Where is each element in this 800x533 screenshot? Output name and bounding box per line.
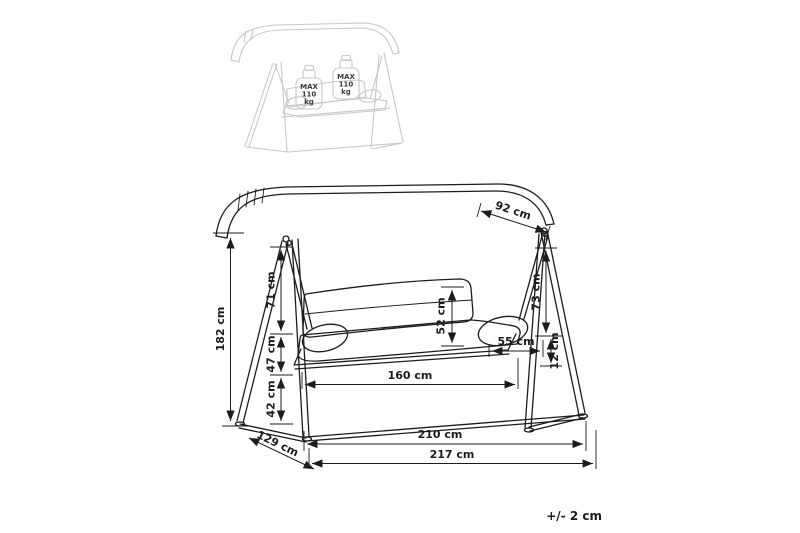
swing-chains: [285, 231, 549, 330]
right-chain: [518, 235, 549, 321]
dim-total-height: 182 cm: [213, 232, 250, 427]
dim-label-backrest-height: 52 cm: [435, 297, 448, 334]
top-joint: [282, 235, 290, 243]
bolster-pillow-right: [477, 315, 529, 347]
swing-main-drawing: [215, 183, 589, 443]
dim-label-total-height: 182 cm: [214, 307, 227, 352]
weight-limit-icon: [332, 54, 360, 100]
swing-frame: [234, 227, 589, 443]
inset-frame-legs: [244, 52, 404, 152]
canopy-front-rail: [215, 183, 555, 237]
inset-seat: [282, 97, 388, 118]
weight-limit-icon: [295, 64, 323, 110]
canopy-back-rail: [226, 190, 547, 239]
inset-base: [245, 142, 403, 153]
inset-canopy: [230, 22, 400, 61]
tolerance-note: +/- 2 cm: [546, 509, 602, 523]
dim-seat-height: 47 cm: [265, 335, 293, 376]
weight-limit-label-line: 110: [302, 91, 317, 99]
swing-canopy: [215, 183, 555, 239]
ghost-preview-drawing: [230, 22, 404, 153]
inset-pillow-right: [358, 89, 382, 103]
right-back-leg: [540, 229, 586, 416]
bolster-pillow-left: [301, 323, 349, 353]
weight-limit-labels: MAX 110 kg MAX 110 kg: [300, 73, 355, 106]
dim-label-left-hang-height: 71 cm: [265, 271, 278, 308]
dim-label-seat-depth: 55 cm: [497, 335, 534, 348]
dim-backrest-height: 52 cm: [435, 286, 464, 347]
inset-canopy-back-rail: [238, 27, 394, 63]
swing-seat: [293, 278, 529, 370]
dim-label-canopy-depth: 92 cm: [493, 199, 532, 223]
dim-ground-clearance: 42 cm: [265, 378, 293, 425]
dim-label-right-hang-height: 73 cm: [530, 273, 543, 310]
seat-frame: [293, 333, 517, 370]
dim-label-seat-frame-offset: 12 cm: [548, 332, 561, 369]
dim-seat-depth: 55 cm: [488, 335, 544, 357]
dim-seat-width: 160 cm: [301, 358, 519, 389]
backrest-cushion: [302, 278, 474, 338]
left-front-leg: [236, 240, 289, 424]
dim-left-hang-height: 71 cm: [265, 246, 293, 335]
weight-limit-label-line: kg: [341, 88, 351, 96]
weight-limit-label-line: MAX: [337, 73, 355, 81]
inset-backrest: [286, 79, 367, 108]
dim-label-base-width: 210 cm: [418, 428, 463, 441]
dim-label-seat-width: 160 cm: [388, 369, 433, 382]
dim-label-ground-clearance: 42 cm: [265, 380, 278, 417]
dim-label-total-width: 217 cm: [430, 448, 475, 461]
weight-limit-label-line: kg: [304, 98, 314, 106]
seat-cushion: [297, 319, 521, 362]
dim-seat-frame-offset: 12 cm: [540, 332, 562, 370]
dim-label-seat-height: 47 cm: [265, 335, 278, 372]
weight-limit-label-line: MAX: [300, 83, 318, 91]
weight-limit-label-line: 110: [339, 81, 354, 89]
dim-right-hang-height: 73 cm: [530, 247, 562, 337]
back-base-bar: [305, 414, 586, 442]
right-base-bar: [528, 413, 584, 432]
